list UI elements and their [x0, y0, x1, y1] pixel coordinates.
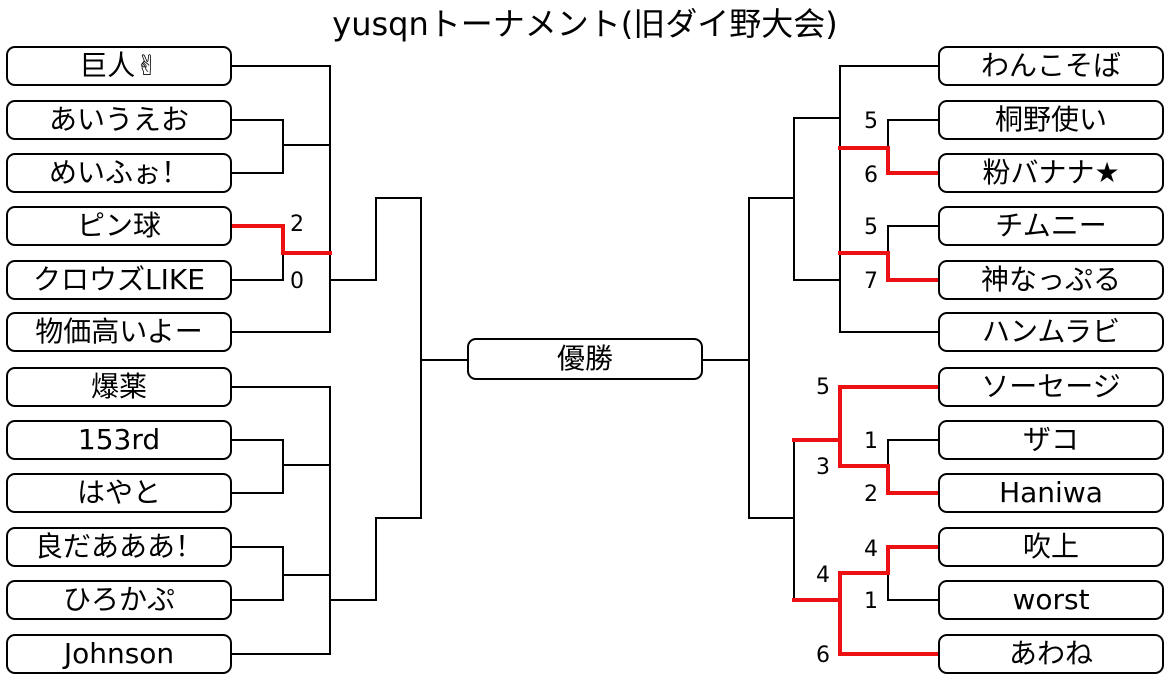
team-box: 物価高いよー	[6, 312, 232, 352]
score-label: 4	[816, 563, 830, 588]
team-box: 巨人✌	[6, 46, 232, 86]
team-box: わんこそば	[938, 46, 1164, 86]
team-box: チムニー	[938, 206, 1164, 246]
winner-path-line	[838, 545, 940, 656]
bracket-line	[887, 439, 939, 467]
tournament-title: yusqnトーナメント(旧ダイ野大会)	[332, 5, 838, 43]
team-box: めいふぉ！	[6, 153, 232, 193]
bracket-line	[232, 279, 331, 333]
team-box: Johnson	[6, 634, 232, 674]
team-box: ひろかぷ	[6, 580, 232, 620]
team-box: 粉バナナ★	[938, 153, 1164, 193]
team-box: 吹上	[938, 527, 1164, 567]
winner-path-line	[838, 251, 940, 282]
bracket-line	[232, 119, 284, 174]
bracket-line	[329, 197, 422, 519]
score-label: 2	[864, 482, 878, 507]
team-box: ザコ	[938, 420, 1164, 460]
score-label: 0	[290, 269, 304, 294]
bracket-line	[793, 117, 841, 281]
bracket-line	[839, 65, 939, 281]
bracket-line	[232, 599, 331, 655]
bracket-line	[232, 386, 331, 601]
bracket-line	[887, 225, 939, 254]
team-box: 桐野使い	[938, 100, 1164, 140]
team-box: あいうえお	[6, 100, 232, 140]
team-box: 爆薬	[6, 367, 232, 407]
winner-path-line	[838, 146, 940, 175]
team-box: ハンムラビ	[938, 312, 1164, 352]
team-box: worst	[938, 580, 1164, 620]
score-label: 7	[864, 269, 878, 294]
score-label: 6	[816, 643, 830, 668]
team-box: はやと	[6, 473, 232, 513]
team-box: クロウズLIKE	[6, 260, 232, 300]
score-label: 4	[864, 537, 878, 562]
score-label: 5	[864, 109, 878, 134]
team-box: あわね	[938, 634, 1164, 674]
team-box: ソーセージ	[938, 367, 1164, 407]
score-label: 1	[864, 589, 878, 614]
bracket-line	[329, 517, 377, 601]
score-label: 3	[816, 455, 830, 480]
team-box: 153rd	[6, 420, 232, 460]
bracket-line	[887, 572, 939, 601]
bracket-line	[887, 119, 939, 149]
score-label: 6	[864, 163, 878, 188]
team-box: ピン球	[6, 206, 232, 246]
score-label: 1	[864, 429, 878, 454]
bracket-line	[232, 65, 331, 281]
bracket-line	[232, 439, 284, 494]
bracket-line	[232, 546, 284, 601]
team-box: 良だあああ！	[6, 527, 232, 567]
team-box: 神なっぷる	[938, 260, 1164, 300]
champion-box: 優勝	[467, 338, 703, 380]
winner-path-line	[838, 385, 940, 495]
bracket-line	[232, 252, 284, 281]
bracket-line	[748, 197, 795, 519]
score-label: 5	[864, 215, 878, 240]
score-label: 2	[290, 212, 304, 237]
team-box: Haniwa	[938, 473, 1164, 513]
winner-path-line	[231, 224, 332, 255]
score-label: 5	[816, 375, 830, 400]
